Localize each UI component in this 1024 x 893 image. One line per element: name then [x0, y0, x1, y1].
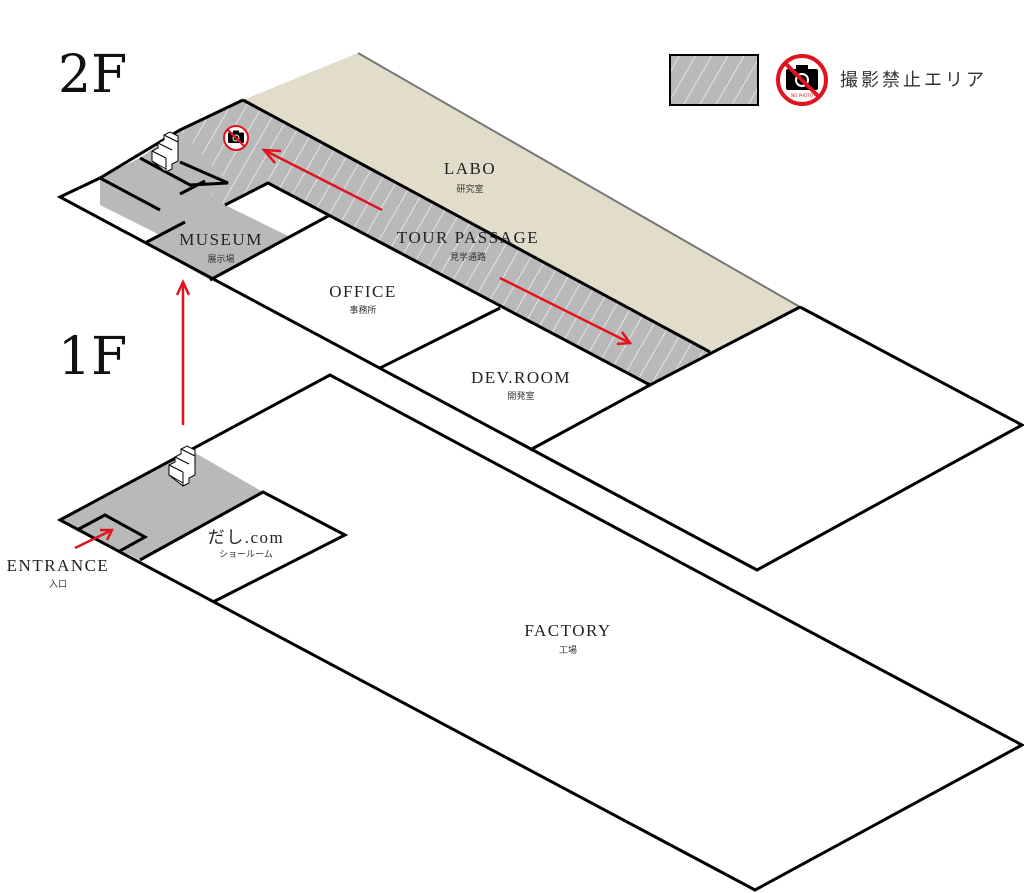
entrance-arrow-icon — [74, 528, 113, 550]
legend: NO PHOTO 撮影禁止エリア — [669, 54, 987, 106]
factory-label: FACTORY — [524, 621, 611, 640]
labo-label: LABO — [444, 159, 496, 178]
factory-label-ja: 工場 — [559, 644, 577, 656]
museum-label: MUSEUM — [179, 230, 263, 249]
legend-label: 撮影禁止エリア — [840, 70, 987, 91]
entrance-label: ENTRANCE — [7, 556, 110, 575]
floor-label-1f: 1F — [58, 327, 127, 387]
museum-label-ja: 展示場 — [207, 253, 234, 265]
office-label: OFFICE — [329, 282, 397, 301]
labo-area — [243, 53, 800, 352]
hatch-swatch — [669, 54, 759, 106]
tour-passage-label-ja: 見学通路 — [450, 251, 486, 263]
svg-text:NO PHOTO: NO PHOTO — [791, 93, 813, 98]
tour-route-arrows — [175, 148, 633, 425]
showroom-label-ja: ショールーム — [219, 549, 273, 560]
floor-1f — [56, 373, 1024, 892]
showroom-area — [140, 492, 345, 602]
office-label-ja: 事務所 — [349, 304, 376, 316]
dev-room-label: DEV.ROOM — [471, 368, 571, 387]
room-labels: LABO 研究室 TOUR PASSAGE 見学通路 MUSEUM 展示場 OF… — [7, 159, 611, 656]
showroom-label: だし.com — [208, 528, 285, 547]
floor-2f — [56, 52, 1024, 572]
factory-area — [60, 375, 1022, 890]
left-arrow-icon — [263, 148, 383, 212]
entrance-label-ja: 入口 — [49, 579, 67, 590]
floor-label-2f: 2F — [58, 45, 127, 105]
labo-label-ja: 研究室 — [456, 183, 483, 195]
no-photo-icon-2f — [223, 125, 249, 151]
tour-passage-label: TOUR PASSAGE — [397, 228, 539, 247]
tour-passage-area — [180, 100, 710, 385]
dev-room-label-ja: 開発室 — [507, 390, 534, 402]
no-photo-icon: NO PHOTO — [776, 54, 828, 106]
right-arrow-icon — [499, 276, 631, 345]
